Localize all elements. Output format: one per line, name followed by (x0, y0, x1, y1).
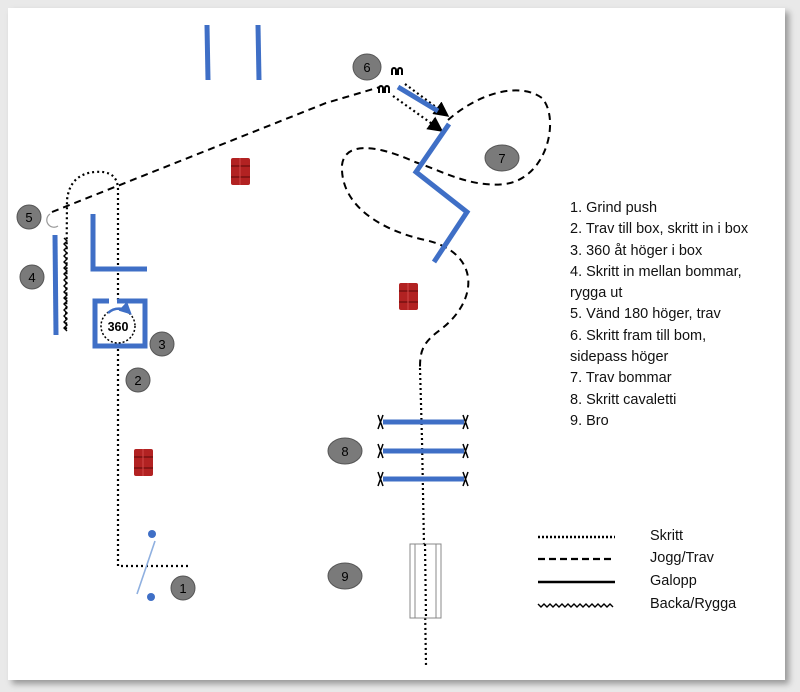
entry-pole-right (255, 24, 262, 81)
trot-path-figure-eight (340, 89, 551, 369)
walk-arrow-lower (392, 95, 444, 132)
box-360-arrow (107, 301, 132, 315)
box-obstacle (92, 298, 148, 349)
step-item: 3. 360 åt höger i box (570, 242, 703, 259)
step-item: 7. Trav bommar (570, 370, 672, 387)
legend-backup-line (537, 603, 614, 608)
badge-5: 5 (16, 204, 42, 230)
l-shaped-poles (90, 214, 147, 272)
badge-1: 1 (170, 575, 196, 601)
box-360-label: 360 (108, 320, 129, 334)
sidepass-pole (396, 84, 440, 114)
step-item: 2. Trav till box, skritt in i box (570, 221, 749, 238)
svg-text:7: 7 (498, 151, 505, 166)
badge-8: 8 (327, 437, 363, 465)
backup-track (63, 237, 68, 332)
zigzag-trot-poles (412, 122, 471, 264)
backup-rail (52, 234, 59, 336)
gate-post-bottom (147, 593, 155, 601)
barrel-top (231, 158, 250, 185)
legend-backup-label: Backa/Rygga (650, 596, 737, 612)
step-item: 9. Bro (570, 412, 609, 429)
step-list: 1. Grind push 2. Trav till box, skritt i… (570, 198, 785, 432)
barrel-middle (399, 283, 418, 310)
barrel-lower (134, 449, 153, 476)
trot-path-5-to-6 (51, 86, 381, 213)
svg-text:2: 2 (134, 373, 141, 388)
legend-trot-label: Jogg/Trav (650, 550, 714, 566)
step-item: 5. Vänd 180 höger, trav (570, 306, 721, 323)
svg-text:8: 8 (341, 444, 348, 459)
badge-4: 4 (19, 264, 45, 290)
svg-text:1: 1 (179, 581, 186, 596)
badge-7: 7 (484, 144, 520, 172)
svg-text:3: 3 (158, 337, 165, 352)
svg-text:9: 9 (341, 569, 348, 584)
svg-text:4: 4 (28, 270, 35, 285)
bridge-walk-line (423, 543, 428, 619)
step-item: 4. Skritt in mellan bommar, rygga ut (570, 263, 742, 302)
box-360-circle (100, 308, 136, 344)
gate-pole (136, 540, 156, 595)
cone-markers (378, 67, 403, 93)
badge-6: 6 (352, 53, 382, 81)
step-item: 6. Skritt fram till bom, sidepass höger (570, 327, 707, 366)
entry-pole-left (204, 24, 211, 81)
legend-walk-label: Skritt (650, 528, 684, 544)
step-item: 1. Grind push (570, 200, 658, 216)
turn-arc (46, 213, 59, 228)
legend-canter-label: Galopp (650, 573, 697, 589)
walk-path-gate-to-box (116, 345, 188, 568)
svg-text:6: 6 (363, 60, 370, 75)
badge-3: 3 (149, 331, 175, 357)
badge-9: 9 (327, 562, 363, 590)
walk-arrow-upper (404, 83, 450, 117)
gate-post-top (148, 530, 156, 538)
cavaletti (377, 414, 469, 487)
step-item: 8. Skritt cavaletti (570, 391, 677, 408)
badge-2: 2 (125, 367, 151, 393)
svg-text:5: 5 (25, 210, 32, 225)
walk-path-cavaletti-bridge (418, 367, 428, 666)
